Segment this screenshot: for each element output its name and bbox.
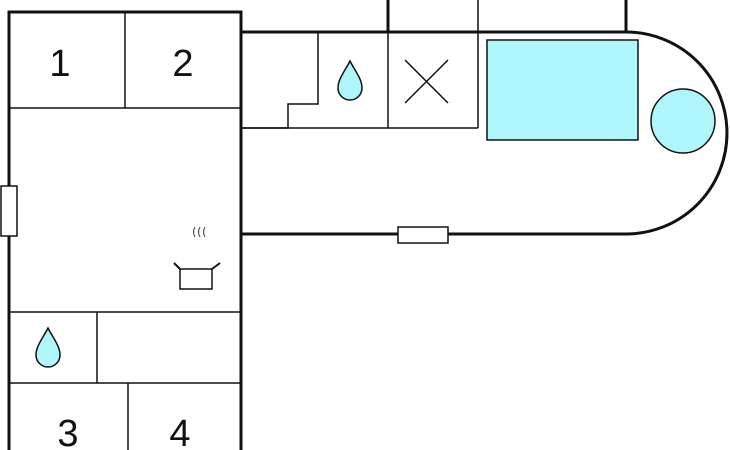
- room-label-1: 1: [49, 43, 70, 85]
- room-label-2: 2: [172, 43, 193, 85]
- right-wing-walls: [241, 30, 729, 236]
- room-label-3: 3: [57, 413, 78, 450]
- window-left: [0, 185, 18, 237]
- stairs: [241, 32, 319, 129]
- water-drop-icon: [337, 59, 363, 101]
- hot-tub-circle: [650, 88, 716, 154]
- cross-icon: [404, 59, 449, 104]
- window-bottom: [397, 226, 449, 244]
- pool-rectangle: [486, 39, 639, 141]
- room-label-4: 4: [169, 413, 190, 450]
- stove-pot-icon: [173, 226, 221, 290]
- water-drop-icon: [35, 326, 61, 368]
